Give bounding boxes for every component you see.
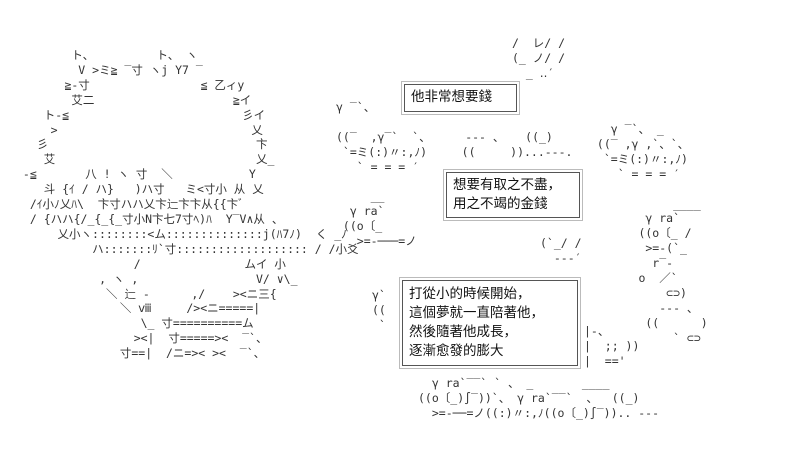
speech-line: 他非常想要錢 bbox=[411, 89, 492, 105]
speech-line: 然後隨著他成長， bbox=[409, 324, 517, 340]
speech-line: 這個夢就一直陪著他， bbox=[409, 305, 544, 321]
money-bags-bottom-art: γ ra`‾‾` ` 、 _ ____ ((ο〔_)∫‾))`、 γ ra`‾‾… bbox=[418, 376, 660, 420]
speech-box-1: 他非常想要錢 bbox=[401, 81, 520, 115]
small-bubbles-left-art: γ` (( ` bbox=[372, 288, 386, 332]
money-bag-middle-art: (`_/ / --‐′ bbox=[540, 236, 582, 265]
speech-box-2: 想要有取之不盡， 用之不竭的金錢 bbox=[443, 169, 583, 221]
money-bags-top-left-art: γ ‾`、 ((‾ ,γ‾` `、 --- 、 ((_) `=ミ(:)〃:,ﾉ)… bbox=[336, 100, 573, 249]
money-bag-middle2-art: |-、 | ;; )) | ==' bbox=[584, 324, 640, 368]
character-face-art: ト、 ト、 ヽ V >ミ≧ ‾寸 ヽj Y7 ‾ ≧-寸 ≦ 乙ィy 艾二 ≧イ… bbox=[22, 48, 359, 361]
speech-line: 逐漸愈發的膨大 bbox=[409, 343, 504, 359]
speech-line: 用之不竭的金錢 bbox=[453, 196, 548, 212]
speech-line: 打從小的時候開始， bbox=[409, 286, 531, 302]
speech-line: 想要有取之不盡， bbox=[453, 177, 561, 193]
top-right-hair-art: / レ/ / (_ ノ/ / _ ‥′ bbox=[512, 36, 566, 80]
money-bags-right-art: γ ‾`、 _ ((‾ ,γ ,`、`、 `=ミ(:)〃:,ﾉ) ` = = =… bbox=[596, 122, 708, 345]
speech-box-3: 打從小的時候開始， 這個夢就一直陪著他， 然後隨著他成長， 逐漸愈發的膨大 bbox=[399, 277, 581, 369]
